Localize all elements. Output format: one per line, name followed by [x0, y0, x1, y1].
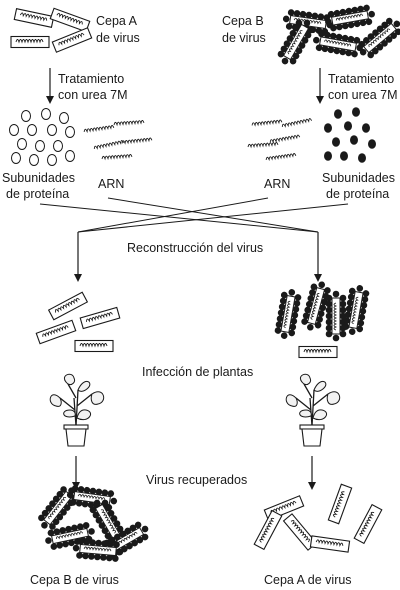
plant-right	[285, 373, 341, 447]
treatment-label-right-2: con urea 7M	[328, 88, 397, 102]
strain-b-label-2: de virus	[222, 31, 266, 45]
plant-left	[49, 373, 105, 447]
protein-subunits-b	[324, 107, 376, 163]
recovered-strain-a	[253, 483, 383, 553]
rna-coils-a	[83, 119, 153, 160]
rna-label-left: ARN	[98, 177, 124, 191]
treatment-label-left-2: con urea 7M	[58, 88, 127, 102]
crossing-lines	[39, 197, 349, 233]
strain-a-label-2: de virus	[96, 31, 140, 45]
strain-b-label: Cepa B	[222, 14, 264, 28]
strain-b-virions	[273, 2, 400, 70]
strain-a-label: Cepa A	[96, 14, 138, 28]
reconstruction-label: Reconstrucción del virus	[127, 241, 263, 255]
subunits-label-right: Subunidades	[322, 171, 395, 185]
treatment-label-left: Tratamiento	[58, 72, 124, 86]
rna-label-right: ARN	[264, 177, 290, 191]
subunits-label-right-2: de proteína	[326, 187, 389, 201]
protein-subunits-a	[9, 108, 75, 166]
result-label-left: Cepa B de virus	[30, 573, 119, 587]
infection-label: Infección de plantas	[142, 365, 253, 379]
recovered-strain-b	[33, 481, 154, 563]
hybrid-virions-left	[35, 291, 121, 353]
strain-a-virions	[10, 7, 93, 53]
result-label-right: Cepa A de virus	[264, 573, 352, 587]
treatment-label-right: Tratamiento	[328, 72, 394, 86]
subunits-label-left: Subunidades	[2, 171, 75, 185]
subunits-label-left-2: de proteína	[6, 187, 69, 201]
hybrid-virions-right	[272, 278, 372, 359]
rna-coils-b	[247, 117, 313, 161]
recovered-label: Virus recuperados	[146, 473, 247, 487]
